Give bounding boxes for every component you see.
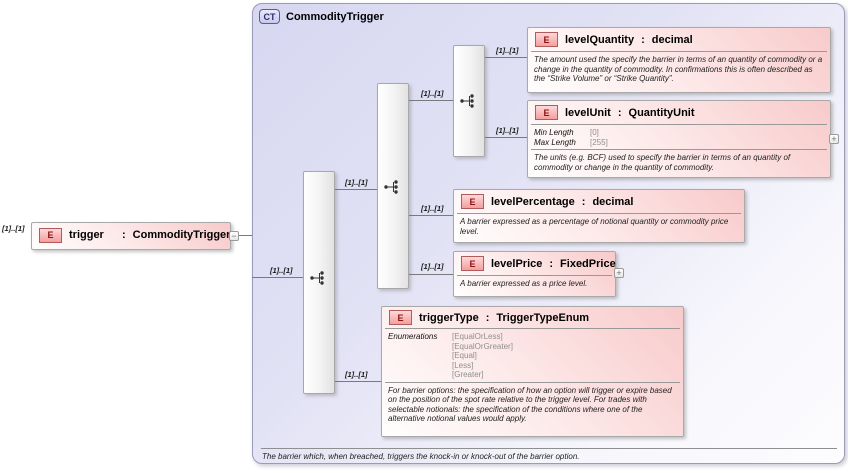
element-name: trigger — [69, 229, 104, 241]
type-separator: : — [122, 229, 126, 241]
element-annotation: A barrier expressed as a price level. — [460, 279, 588, 288]
divider — [531, 51, 827, 52]
cardinality-seq1: [1]..[1] — [270, 266, 293, 275]
enumeration-values: [EqualOrLess] [EqualOrGreater] [Equal] [… — [452, 332, 513, 380]
cardinality-levelPercentage: [1]..[1] — [421, 204, 444, 213]
element-icon: E — [535, 32, 558, 47]
collapse-toggle[interactable]: − — [229, 231, 239, 241]
element-type: TriggerTypeEnum — [496, 311, 590, 324]
enum-value: [EqualOrGreater] — [452, 341, 513, 351]
cardinality-seq2: [1]..[1] — [345, 178, 368, 187]
connector-seq3-levelUnit — [483, 137, 527, 138]
element-levelPercentage[interactable]: E levelPercentage : decimal A barrier ex… — [453, 189, 745, 243]
sequence-icon — [384, 180, 398, 194]
connector-to-seq1 — [252, 277, 303, 278]
element-type: CommodityTrigger — [132, 229, 231, 241]
type-separator: : — [641, 33, 645, 46]
element-levelPrice[interactable]: E levelPrice : FixedPrice A barrier expr… — [453, 251, 616, 297]
connector-seq1-seq2 — [333, 189, 377, 190]
sequence-bar-2 — [377, 83, 409, 289]
connector-seq1-triggerType — [333, 381, 381, 382]
enum-value: [Less] — [452, 360, 474, 370]
element-levelUnit[interactable]: E levelUnit : QuantityUnit Min Length [0… — [527, 100, 831, 178]
type-separator: : — [549, 257, 554, 270]
connector-root — [239, 235, 252, 236]
facet-list: Min Length [0] Max Length [255] — [528, 125, 830, 149]
element-annotation: For barrier options: the specification o… — [388, 385, 672, 424]
connector-seq2-levelPercentage — [407, 215, 453, 216]
expand-toggle-levelPrice[interactable]: + — [614, 268, 624, 278]
cardinality-root: [1]..[1] — [2, 224, 25, 233]
enum-value: [EqualOrLess] — [452, 332, 503, 341]
cardinality-triggerType: [1]..[1] — [345, 370, 368, 379]
divider — [531, 124, 827, 125]
element-name: levelPrice — [491, 257, 543, 270]
sequence-icon — [310, 271, 324, 285]
facet-label: Max Length — [534, 137, 576, 147]
element-name: levelQuantity — [565, 33, 635, 46]
sequence-bar-1 — [303, 171, 335, 394]
element-name: levelUnit — [565, 106, 611, 119]
element-annotation: The units (e.g. BCF) used to specify the… — [534, 153, 791, 172]
facet-list: Enumerations [EqualOrLess] [EqualOrGreat… — [382, 329, 683, 382]
complex-type-documentation: The barrier which, when breached, trigge… — [262, 452, 580, 461]
facet-value: [255] — [590, 137, 608, 147]
element-icon: E — [535, 105, 558, 120]
complex-type-title: CommodityTrigger — [286, 10, 384, 23]
cardinality-levelQuantity: [1]..[1] — [496, 46, 519, 55]
complex-type-icon: CT — [259, 9, 280, 24]
cardinality-levelUnit: [1]..[1] — [496, 126, 519, 135]
type-separator: : — [617, 106, 622, 119]
divider — [385, 381, 680, 383]
connector-seq3-levelQuantity — [483, 57, 527, 58]
element-name: levelPercentage — [491, 195, 575, 208]
element-trigger[interactable]: E trigger : CommodityTrigger — [31, 222, 231, 250]
element-icon: E — [461, 194, 484, 209]
facet-label: Min Length — [534, 128, 574, 137]
element-type: FixedPrice — [560, 257, 616, 270]
element-icon: E — [39, 227, 62, 243]
element-annotation: A barrier expressed as a percentage of n… — [460, 217, 729, 236]
type-separator: : — [485, 311, 490, 324]
sequence-icon — [460, 94, 474, 108]
enum-value: [Greater] — [452, 370, 484, 379]
element-icon: E — [461, 256, 484, 271]
expand-toggle-levelUnit[interactable]: + — [829, 134, 839, 144]
divider — [531, 149, 827, 150]
complex-type-header: CT CommodityTrigger — [259, 9, 384, 24]
divider — [457, 213, 741, 214]
divider — [385, 328, 680, 329]
element-type: decimal — [651, 33, 693, 46]
type-separator: : — [581, 195, 586, 208]
cardinality-seq3: [1]..[1] — [421, 89, 444, 98]
documentation-divider — [261, 448, 837, 449]
facet-value: [0] — [590, 128, 599, 137]
element-annotation: The amount used the specify the barrier … — [534, 55, 823, 83]
element-name: triggerType — [419, 311, 479, 324]
element-levelQuantity[interactable]: E levelQuantity : decimal The amount use… — [527, 27, 831, 93]
cardinality-levelPrice: [1]..[1] — [421, 262, 444, 271]
facet-label: Enumerations — [388, 332, 438, 341]
connector-seq2-seq3 — [407, 100, 453, 101]
element-type: decimal — [592, 195, 634, 208]
connector-seq2-levelPrice — [407, 274, 453, 275]
element-triggerType[interactable]: E triggerType : TriggerTypeEnum Enumerat… — [381, 306, 684, 437]
sequence-bar-3 — [453, 45, 485, 157]
element-icon: E — [389, 310, 412, 325]
element-type: QuantityUnit — [628, 106, 695, 119]
divider — [457, 275, 612, 276]
enum-value: [Equal] — [452, 351, 477, 360]
